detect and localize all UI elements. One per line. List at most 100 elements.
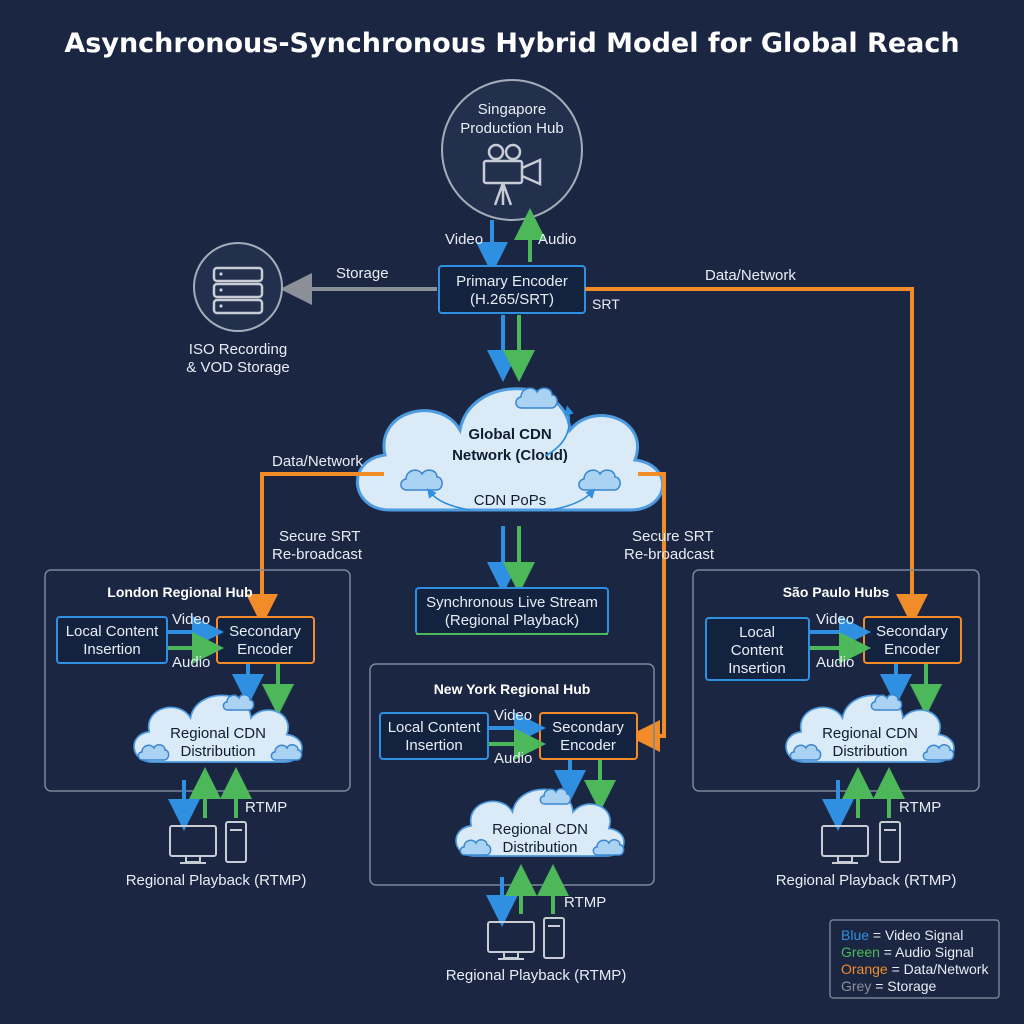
sp-cdn-line2: Distribution	[832, 743, 907, 760]
sync-stream-line2: (Regional Playback)	[445, 612, 579, 629]
legend-text: = Data/Network	[888, 961, 990, 977]
video-camera-icon	[482, 143, 542, 206]
sao-paulo-hub-title: São Paulo Hubs	[783, 584, 890, 600]
new-york-hub: New York Regional Hub Local Content Inse…	[369, 663, 655, 886]
storage-node-line1: ISO Recording	[189, 341, 287, 358]
london-hub: London Regional Hub Local Content Insert…	[44, 569, 351, 792]
ny-rtmp-label: RTMP	[564, 894, 606, 911]
monitor-icon	[487, 921, 535, 960]
legend-key: Blue	[841, 927, 869, 943]
sp-audio-label: Audio	[816, 654, 854, 671]
london-hub-title: London Regional Hub	[107, 584, 252, 600]
data-network-arrow-sao-paulo	[585, 287, 928, 626]
mini-cloud-icon	[459, 839, 492, 856]
london-video-label: Video	[172, 611, 210, 628]
legend-key: Grey	[841, 978, 871, 994]
london-encoder-line2: Encoder	[237, 641, 293, 658]
legend-text: = Audio Signal	[880, 944, 974, 960]
ny-encoder-line1: Secondary	[552, 719, 624, 736]
computer-tower-icon	[225, 821, 247, 863]
london-rtmp-label: RTMP	[245, 799, 287, 816]
cdn-line2: Network (Cloud)	[452, 447, 568, 464]
legend-key: Orange	[841, 961, 888, 977]
mini-cloud-icon	[870, 694, 903, 711]
sp-local-line1: Local	[739, 624, 775, 641]
sp-local-line3: Insertion	[728, 660, 786, 677]
sp-encoder-line2: Encoder	[884, 641, 940, 658]
computer-tower-icon	[879, 821, 901, 863]
london-audio-label: Audio	[172, 654, 210, 671]
sp-cdn-line1: Regional CDN	[822, 725, 918, 742]
sao-paulo-hub: São Paulo Hubs Local Content Insertion S…	[692, 569, 980, 792]
server-storage-icon	[193, 242, 283, 332]
monitor-icon	[821, 825, 869, 864]
production-hub: Singapore Production Hub	[441, 79, 583, 221]
ny-local-line1: Local Content	[388, 719, 481, 736]
storage-node-line2: & VOD Storage	[186, 359, 289, 376]
production-hub-line2: Production Hub	[460, 120, 563, 137]
ny-video-label: Video	[494, 707, 532, 724]
london-cdn-line2: Distribution	[180, 743, 255, 760]
cdn-pops-label: CDN PoPs	[474, 492, 547, 509]
audio-label: Audio	[538, 231, 576, 248]
secure-srt-left-line2: Re-broadcast	[272, 546, 363, 563]
secure-srt-left-line1: Secure SRT	[279, 528, 360, 545]
sp-rtmp-label: RTMP	[899, 799, 941, 816]
legend-item-video: Blue = Video Signal	[841, 927, 963, 943]
legend: Blue = Video Signal Green = Audio Signal…	[829, 919, 1000, 999]
global-cdn-cloud: Global CDN Network (Cloud) CDN PoPs	[355, 387, 665, 512]
page-title: Asynchronous-Synchronous Hybrid Model fo…	[64, 28, 959, 59]
sync-stream-line1: Synchronous Live Stream	[426, 594, 598, 611]
ny-local-line2: Insertion	[405, 737, 463, 754]
cdn-line1: Global CDN	[468, 426, 551, 443]
sp-video-label: Video	[816, 611, 854, 628]
mini-cloud-icon	[400, 469, 443, 491]
ny-playback-label: Regional Playback (RTMP)	[446, 967, 627, 984]
sp-local-line2: Content	[731, 642, 784, 659]
legend-item-audio: Green = Audio Signal	[841, 944, 974, 960]
data-network-arrow-london	[246, 472, 384, 626]
secure-srt-right-line2: Re-broadcast	[624, 546, 715, 563]
london-encoder-line1: Secondary	[229, 623, 301, 640]
data-network-label-left: Data/Network	[272, 453, 363, 470]
ny-audio-label: Audio	[494, 750, 532, 767]
london-local-line1: Local Content	[66, 623, 159, 640]
sp-encoder-line1: Secondary	[876, 623, 948, 640]
mini-cloud-icon	[222, 694, 255, 711]
legend-text: = Video Signal	[869, 927, 963, 943]
mini-cloud-icon	[137, 744, 170, 761]
monitor-icon	[169, 825, 217, 864]
mini-cloud-icon	[592, 839, 625, 856]
mini-cloud-icon	[515, 387, 558, 409]
srt-label: SRT	[592, 296, 620, 312]
sync-live-stream: Synchronous Live Stream (Regional Playba…	[415, 587, 609, 635]
data-network-label-top: Data/Network	[705, 267, 796, 284]
production-hub-line1: Singapore	[478, 101, 546, 118]
london-local-line2: Insertion	[83, 641, 141, 658]
london-playback-label: Regional Playback (RTMP)	[126, 872, 307, 889]
primary-encoder: Primary Encoder (H.265/SRT)	[438, 265, 586, 314]
mini-cloud-icon	[270, 744, 303, 761]
legend-item-data: Orange = Data/Network	[841, 961, 989, 977]
new-york-hub-title: New York Regional Hub	[434, 681, 591, 697]
ny-cdn-line2: Distribution	[502, 839, 577, 856]
mini-cloud-icon	[789, 744, 822, 761]
primary-encoder-line2: (H.265/SRT)	[470, 291, 554, 308]
computer-tower-icon	[543, 917, 565, 959]
ny-cdn-line1: Regional CDN	[492, 821, 588, 838]
secure-srt-arrow-new-york	[628, 472, 666, 752]
london-cdn-line1: Regional CDN	[170, 725, 266, 742]
video-label: Video	[445, 231, 483, 248]
legend-text: = Storage	[871, 978, 936, 994]
mini-cloud-icon	[578, 469, 621, 491]
storage-label: Storage	[336, 265, 389, 282]
mini-cloud-icon	[539, 788, 572, 805]
secure-srt-right-line1: Secure SRT	[632, 528, 713, 545]
mini-cloud-icon	[922, 744, 955, 761]
primary-encoder-line1: Primary Encoder	[456, 273, 568, 290]
legend-item-storage: Grey = Storage	[841, 978, 937, 994]
legend-key: Green	[841, 944, 880, 960]
ny-encoder-line2: Encoder	[560, 737, 616, 754]
sp-playback-label: Regional Playback (RTMP)	[776, 872, 957, 889]
